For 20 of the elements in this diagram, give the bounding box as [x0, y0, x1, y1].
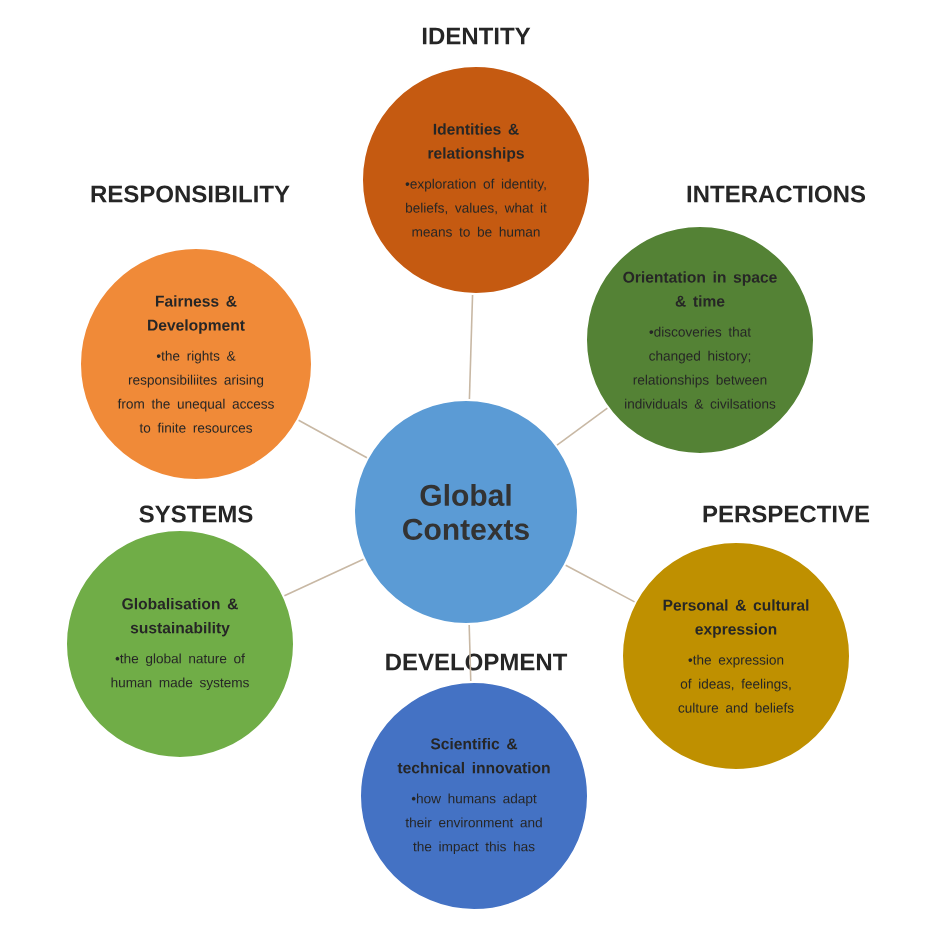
center-label: Global Contexts: [403, 484, 529, 540]
category-heading: IDENTITY: [422, 27, 531, 45]
center-circle: [353, 399, 579, 625]
category-heading: INTERACTIONS: [687, 185, 866, 203]
connector-line: [556, 407, 609, 446]
connector-line: [283, 558, 365, 597]
topic-circle: [79, 185, 313, 481]
topic-circle: [361, 27, 591, 295]
connector-line: [297, 419, 368, 459]
topic-circle: [65, 505, 295, 759]
topic-circle: [585, 185, 866, 455]
category-heading: PERSPECTIVE: [703, 505, 870, 523]
connector-line: [468, 624, 472, 682]
connector-line: [564, 564, 636, 603]
connector-line: [468, 294, 474, 400]
category-heading: RESPONSIBILITY: [91, 185, 290, 203]
category-heading: DEVELOPMENT: [386, 653, 568, 671]
topic-circle: [359, 653, 589, 911]
category-heading: SYSTEMS: [139, 505, 253, 523]
topic-circle: [621, 505, 870, 771]
